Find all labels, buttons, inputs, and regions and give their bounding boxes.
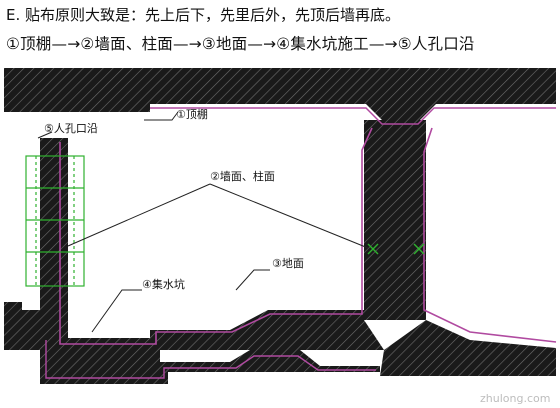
waterproofing-section-diagram: ①顶棚 ⑤人孔口沿 ②墙面、柱面 ③地面 ④集水坑 zhulong.com xyxy=(4,68,557,405)
manhole-rebar-cage xyxy=(25,155,85,287)
leader-lines xyxy=(37,111,369,333)
membrane-ceiling xyxy=(150,107,556,125)
label-ceiling: ①顶棚 xyxy=(176,107,208,121)
label-manhole: ⑤人孔口沿 xyxy=(44,122,98,135)
page-heading: E. 贴布原则大致是：先上后下，先里后外，先顶后墙再底。 xyxy=(6,6,401,24)
central-column xyxy=(364,120,426,320)
construction-sequence: ①顶棚—→②墙面、柱面—→③地面—→④集水坑施工—→⑤人孔口沿 xyxy=(6,35,475,53)
membrane-left xyxy=(59,127,373,345)
roof-slab xyxy=(4,68,556,120)
left-wall-and-base xyxy=(4,138,384,350)
label-sump: ④集水坑 xyxy=(142,277,185,291)
membrane-right xyxy=(423,127,557,343)
column-rebar-ticks xyxy=(367,243,425,255)
label-wall-column: ②墙面、柱面 xyxy=(210,169,275,183)
right-base xyxy=(380,320,556,376)
watermark-text: zhulong.com xyxy=(480,392,550,405)
label-floor: ③地面 xyxy=(272,257,304,270)
membrane-sump xyxy=(45,340,376,379)
sump-pit xyxy=(40,338,380,384)
